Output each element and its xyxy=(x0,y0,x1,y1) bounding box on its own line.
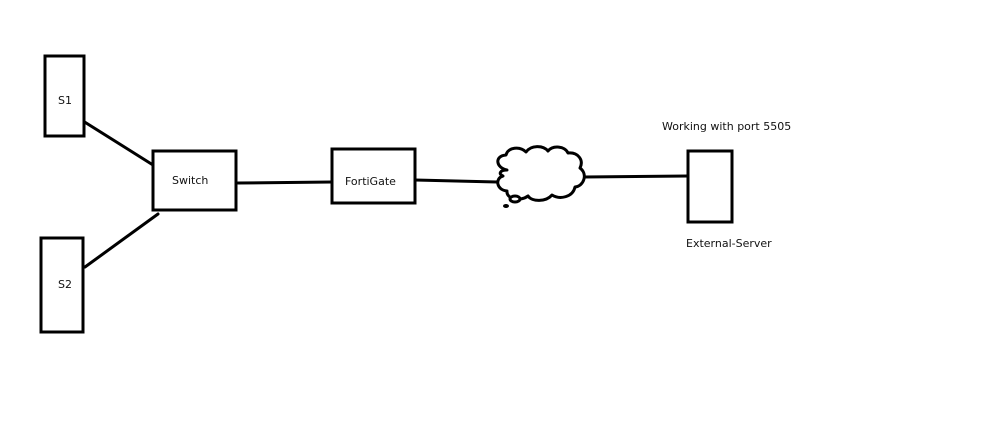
edge-fortigate-cloud xyxy=(413,178,499,184)
fortigate-label: FortiGate xyxy=(345,175,396,188)
edge-switch-fortigate xyxy=(236,180,334,185)
node-s1: S1 xyxy=(43,54,86,138)
edge-s2-switch xyxy=(83,212,160,269)
node-external-server: External-Server xyxy=(686,149,772,250)
switch-label: Switch xyxy=(172,174,208,187)
node-fortigate: FortiGate xyxy=(330,147,417,205)
external-server-box xyxy=(686,149,734,224)
external-server-label: External-Server xyxy=(686,237,772,250)
cloud-icon xyxy=(496,145,586,202)
node-switch: Switch xyxy=(151,149,238,212)
s2-label: S2 xyxy=(58,278,72,291)
node-s2: S2 xyxy=(39,236,85,334)
node-internet-cloud xyxy=(496,145,586,208)
cloud-tail-dot xyxy=(503,204,509,208)
edge-cloud-external-server xyxy=(582,174,690,179)
s1-label: S1 xyxy=(58,94,72,107)
edge-s1-switch xyxy=(81,119,155,167)
fortigate-box xyxy=(330,147,417,205)
switch-box xyxy=(151,149,238,212)
s2-box xyxy=(39,236,85,334)
cloud-tail-bubble xyxy=(508,194,522,204)
s1-box xyxy=(43,54,86,138)
port-annotation: Working with port 5505 xyxy=(662,120,791,133)
